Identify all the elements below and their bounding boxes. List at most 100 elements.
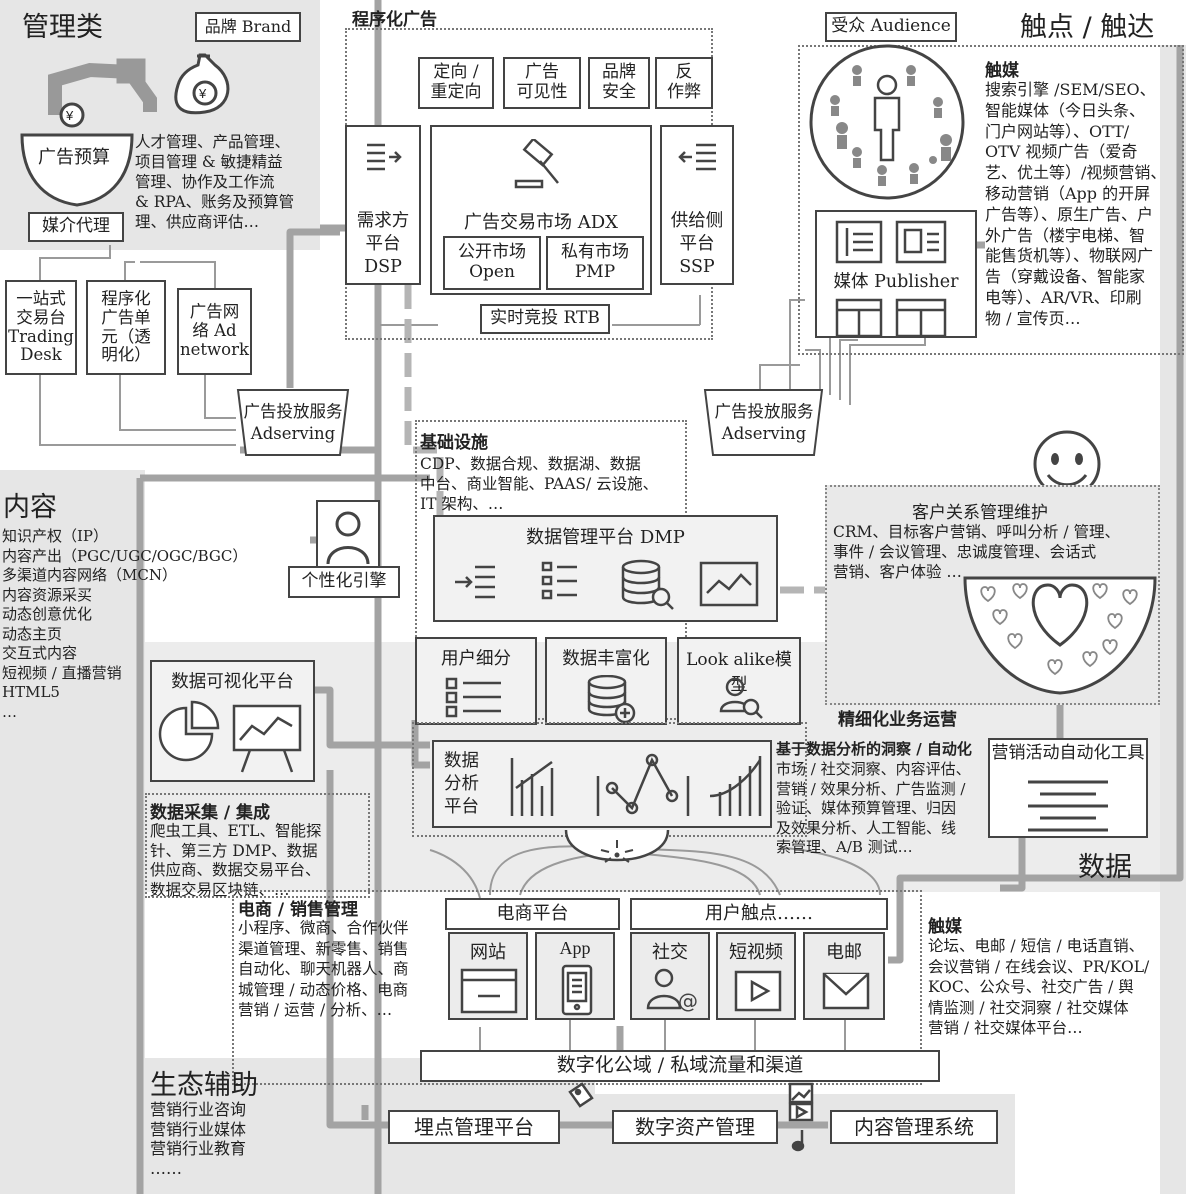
channel-short-video-label: 短视频 [729,942,783,963]
data-title: 数据 [1078,852,1132,883]
tracking-platform-box: 埋点管理平台 [388,1110,560,1144]
data-enrichment-box: 数据丰富化 [545,637,667,725]
social-media-title: 触媒 [928,917,962,937]
publisher-icon [835,220,947,338]
infrastructure-title: 基础设施 [420,433,488,453]
segment-list-icon [445,677,501,718]
content-item: 交互式内容 [2,644,78,662]
adserving-left: 广告投放服务 Adserving [243,402,343,443]
crm-title: 客户关系管理维护 [912,503,1048,523]
user-at-icon: @ [646,968,698,1013]
content-item: 内容资源采买 [2,585,93,604]
collection-title: 数据采集 / 集成 [150,803,271,823]
ecosystem-item: 营销行业教育 [150,1139,247,1158]
channel-social[interactable]: 社交 @ [630,932,710,1020]
ssp-icon [678,143,716,171]
mobile-phone-icon [561,964,593,1016]
channel-email-label: 电邮 [826,942,862,963]
ecommerce-frame [232,890,922,1085]
ecosystem-item: …… [150,1158,182,1178]
digital-asset-box: 数字资产管理 [612,1110,778,1144]
content-item: 短视频 / 直播营销 [2,663,122,682]
content-item: 动态创意优化 [2,605,93,623]
infrastructure-text: CDP、数据合规、数据湖、数据 中台、商业智能、PAAS/ 云设施、 IT 架构… [420,455,659,513]
dsp-box: 需求方 平台 DSP [345,125,421,285]
viewability-box: 广告 可见性 [503,57,581,109]
tag-icon [568,1082,594,1108]
database-plus-icon [587,675,636,724]
agency-box: 媒介代理 [28,212,124,242]
rtb-box: 实时竞投 RTB [480,304,610,334]
ecommerce-title: 电商 / 销售管理 [238,900,359,920]
content-region [0,470,145,1194]
fine-ops-title: 精细化业务运营 [838,710,957,730]
lookalike-box: Look alike模型 [677,637,801,725]
ecommerce-text: 小程序、微商、合作伙伴 渠道管理、新零售、销售 自动化、聊天机器人、商 城管理 … [238,919,409,1019]
ecosystem-list: 营销行业咨询 营销行业媒体 营销行业教育 …… [150,1100,246,1178]
insight-title: 基于数据分析的洞察 / 自动化 [776,740,972,758]
channel-social-label: 社交 [652,942,688,963]
dsp-label: 需求方 平台 DSP [356,211,410,277]
content-item: 知识产权（IP） [2,527,109,545]
content-item: 动态主页 [2,624,63,643]
open-market-box: 公开市场 Open [443,236,541,290]
visualization-box: 数据可视化平台 [150,660,315,782]
dmp-label: 数据管理平台 DMP [526,527,685,548]
user-segment-box: 用户细分 [415,637,537,725]
visualization-label: 数据可视化平台 [171,672,294,692]
trading-desk-box: 一站式 交易台 Trading Desk [5,280,77,375]
svg-text:¥: ¥ [65,108,74,123]
user-segment-label: 用户细分 [441,649,511,669]
brand-box: 品牌 Brand [195,12,301,42]
ecommerce-platform-box: 电商平台 [445,898,620,930]
channel-app-label: App [559,938,591,958]
ad-network-box: 广告网 络 Ad network [177,288,252,375]
visualization-icons [158,700,302,773]
programmatic-unit-box: 程序化 广告单 元（透 明化） [86,280,166,375]
checklist-icon [1028,780,1108,832]
video-play-icon [734,970,782,1012]
channel-app[interactable]: App [535,932,615,1020]
ecosystem-item: 营销行业媒体 [150,1119,247,1139]
channel-website-label: 网站 [470,942,506,963]
content-item: 多渠道内容网络（MCN） [2,566,177,584]
svg-text:¥: ¥ [198,86,207,101]
insight-text: 市场 / 社交洞察、内容评估、 营销 / 效果分析、广告监测 / 验证、媒体预算… [776,760,971,856]
crm-text: CRM、目标客户营销、呼叫分析 / 管理、 事件 / 会议管理、忠诚度管理、会话… [833,523,1120,581]
automation-box: 营销活动自动化工具 [988,738,1148,838]
envelope-icon [822,972,870,1010]
data-enrichment-label: 数据丰富化 [562,649,650,669]
media-text: 搜索引擎 /SEM/SEO、 智能媒体（今日头条、 门户网站等）、OTT/ OT… [985,80,1167,328]
content-title: 内容 [3,492,57,523]
channel-email[interactable]: 电邮 [803,932,885,1020]
publisher-box: 媒体 Publisher [815,210,977,338]
private-domain-box: 数字化公域 / 私域流量和渠道 [420,1050,940,1082]
targeting-box: 定向 / 重定向 [418,57,494,109]
collection-text: 爬虫工具、ETL、智能探 针、第三方 DMP、数据 供应商、数据交易平台、 数据… [150,822,322,899]
adserving-right: 广告投放服务 Adserving [714,402,814,443]
user-touchpoints-box: 用户触点…… [630,898,888,930]
user-search-icon [719,677,763,719]
touchpoints-title: 触点 / 触达 [1020,12,1155,43]
social-media-text: 论坛、电邮 / 短信 / 电话直销、 会议营销 / 在线会议、PR/KOL/ K… [928,937,1150,1037]
dmp-icons [455,559,759,610]
ssp-label: 供给侧 平台 SSP [670,211,724,277]
ecosystem-item: 营销行业咨询 [150,1100,247,1119]
personalization-avatar [316,500,380,570]
agency-tasks: 人才管理、产品管理、 项目管理 & 敏捷精益 管理、协作及工作流 & RPA、账… [135,133,295,231]
svg-text:@: @ [678,989,698,1013]
anti-fraud-box: 反 作弊 [655,57,713,109]
budget-label: 广告预算 [38,147,110,168]
adx-label: 广告交易市场 ADX [464,212,618,233]
content-item: HTML5 [2,683,60,701]
channel-short-video[interactable]: 短视频 [716,932,796,1020]
gavel-icon [514,139,559,189]
media-frame [798,45,1184,355]
channel-website[interactable]: 网站 [448,932,528,1020]
